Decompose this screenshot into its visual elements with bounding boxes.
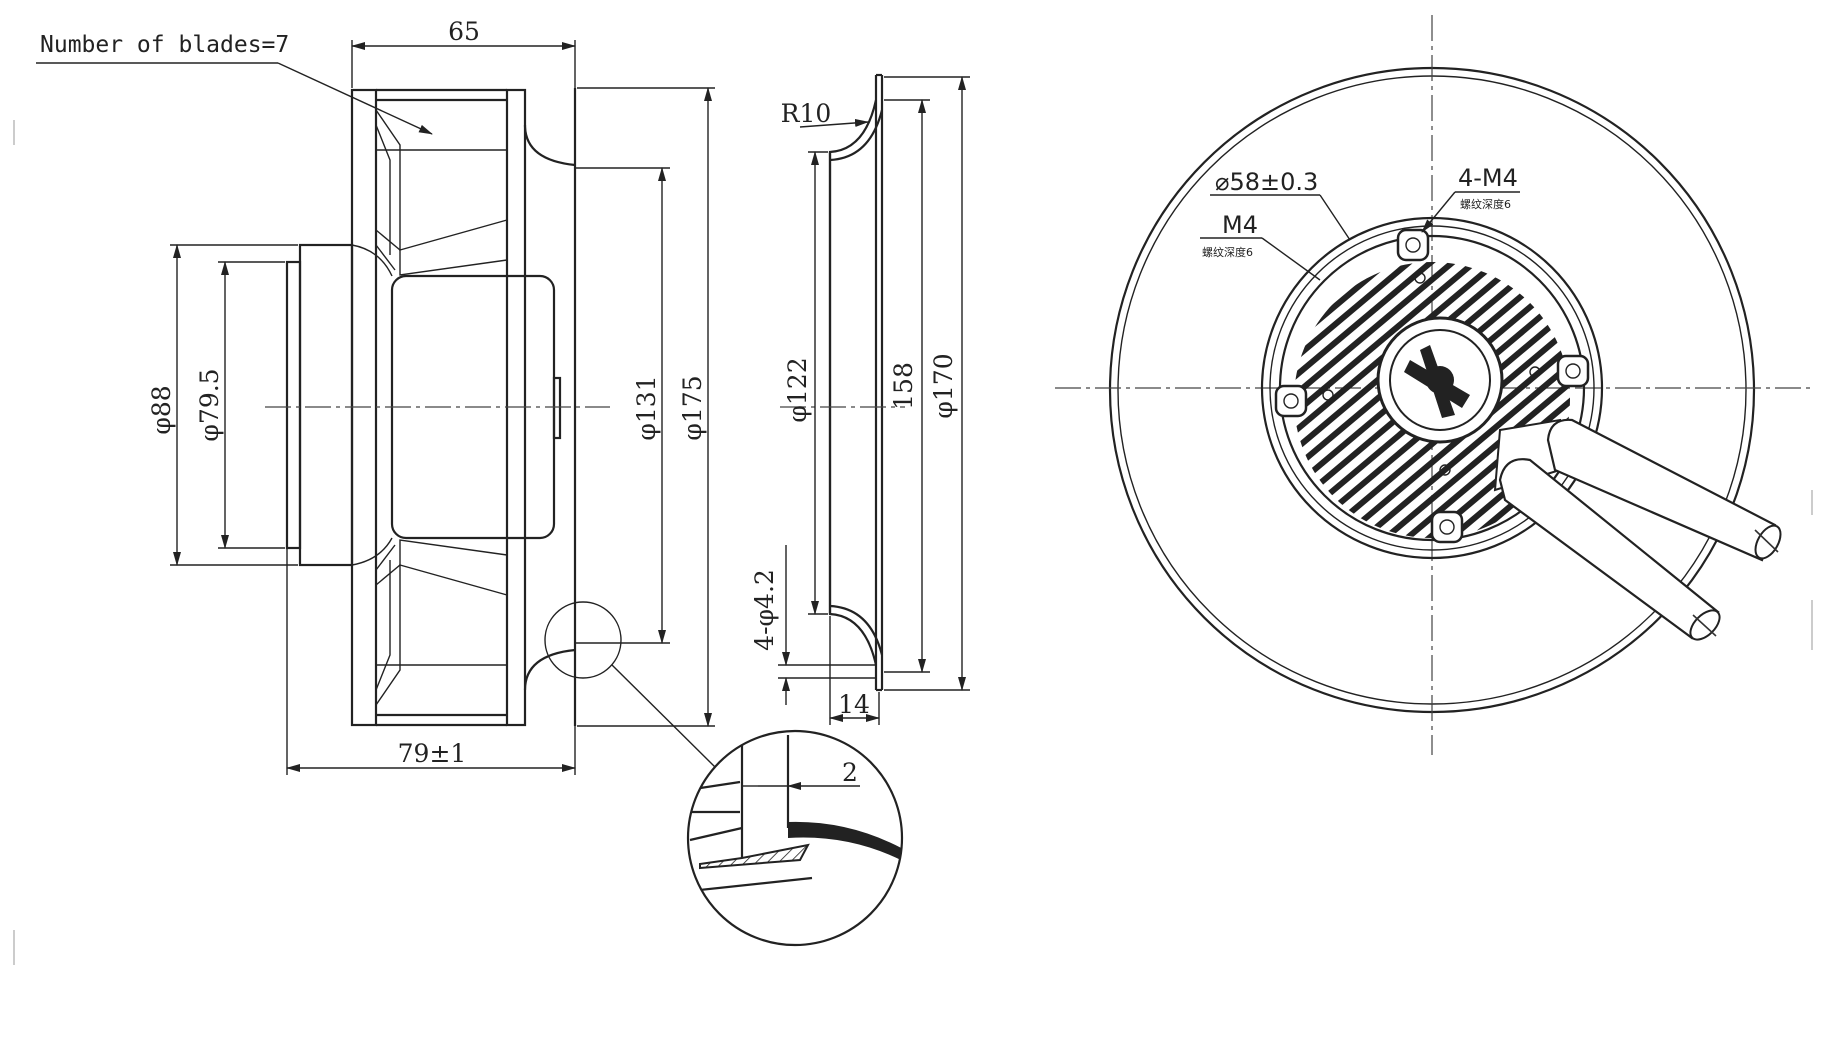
dim-width-65: 65 [448,17,480,46]
thread-4m4-label: 4-M4 [1458,164,1518,192]
side-view: 65 79±1 φ88 φ79.5 φ131 φ175 Number of bl… [36,17,716,775]
bolt-circle-label: ⌀58±0.3 [1215,168,1318,196]
front-view: ⌀58±0.3 4-M4 螺纹深度6 M4 螺纹深度6 [1055,15,1810,755]
dim-dia-79-5: φ79.5 [195,368,224,441]
thread-depth-2: 螺纹深度6 [1202,245,1253,259]
dim-depth-79: 79±1 [398,739,467,768]
blades-note: Number of blades=7 [40,32,289,58]
dim-158: 158 [889,362,918,410]
thread-m4-label: M4 [1222,211,1258,239]
dim-thickness-14: 14 [838,690,870,719]
detail-view: 2 [686,729,904,947]
dim-holes-4x4-2: 4-φ4.2 [750,569,779,651]
inlet-ring-section: R10 φ122 158 φ170 4-φ4.2 14 [750,73,970,725]
detail-gap-2: 2 [842,758,858,787]
dim-dia-170: φ170 [929,353,958,418]
dim-dia-122: φ122 [783,357,812,422]
dim-dia-175: φ175 [678,375,707,440]
thread-depth-1: 螺纹深度6 [1460,197,1511,211]
dim-radius-r10: R10 [781,99,832,128]
dim-dia-131: φ131 [632,375,661,440]
mounting-lugs [1274,228,1590,544]
power-cables [1498,418,1782,641]
dim-dia-88: φ88 [147,385,176,434]
